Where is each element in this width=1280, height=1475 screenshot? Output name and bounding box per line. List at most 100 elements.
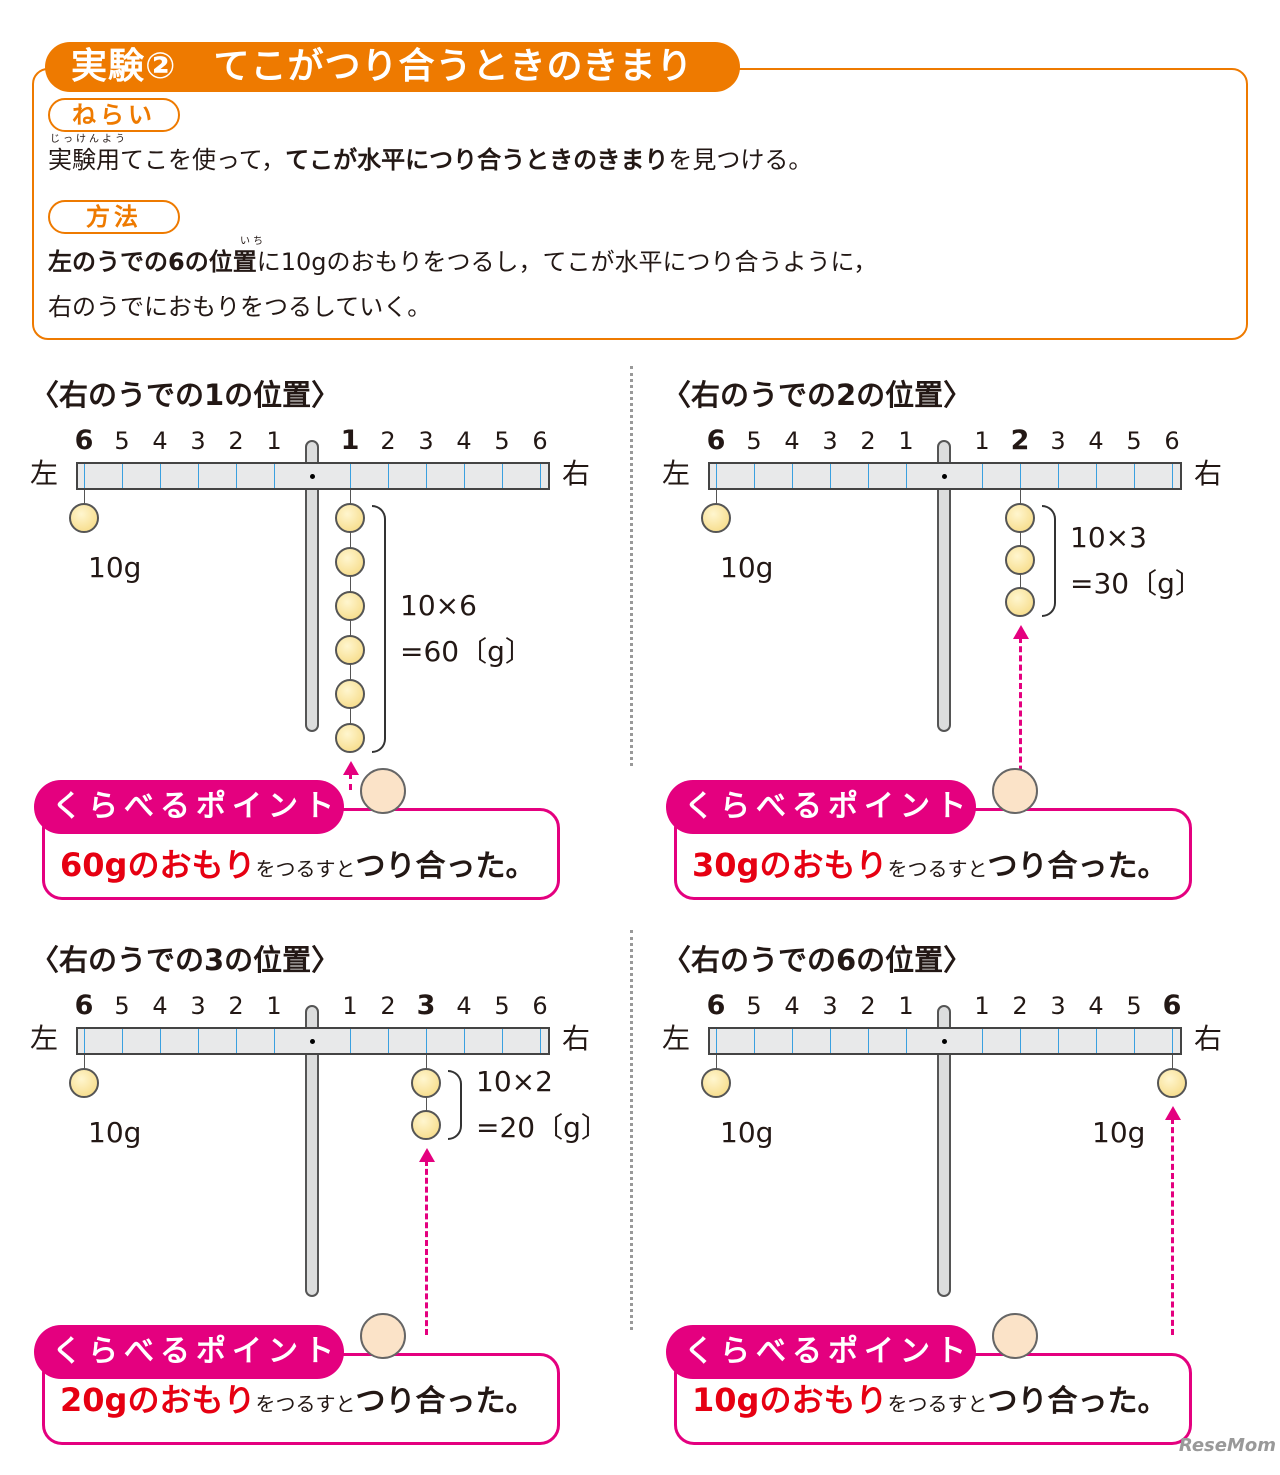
beam-tick [716, 464, 717, 488]
weight-string [84, 490, 85, 504]
scale-number-left: 5 [746, 427, 762, 455]
aim-text: 実験用てこを使って，てこが水平につり合うときのきまりを見つける。 [48, 147, 812, 173]
divider-top [630, 366, 633, 766]
lever-stand [305, 440, 319, 732]
beam-tick [236, 464, 237, 488]
scale-number-right: 2 [1012, 992, 1028, 1020]
beam-tick [982, 1029, 983, 1053]
beam-tick [274, 1029, 275, 1053]
weight-calculation: 10×6 =60〔g〕 [400, 583, 533, 675]
experiment-title: 実験② てこがつり合うときのきまり [45, 42, 740, 92]
scale-number-left: 3 [822, 992, 838, 1020]
calc-line: 10×6 [400, 589, 477, 622]
weight-brace [372, 505, 386, 753]
aim-ruby: じっけんよう [50, 134, 128, 145]
scale-number-right: 4 [456, 427, 472, 455]
left-weight-label: 10g [88, 1116, 142, 1149]
scale-number-right: 5 [494, 427, 510, 455]
beam-tick [792, 464, 793, 488]
beam-tick [906, 1029, 907, 1053]
calc-line: =20〔g〕 [476, 1111, 609, 1144]
calc-line: =60〔g〕 [400, 635, 533, 668]
pointer-arrow [425, 1160, 428, 1335]
beam-tick [830, 464, 831, 488]
pointer-arrow [349, 773, 352, 790]
callout-header: くらべるポイント [666, 1325, 976, 1379]
beam-tick [84, 464, 85, 488]
scale-number-left: 1 [266, 427, 282, 455]
scale-number-right: 3 [1050, 992, 1066, 1020]
scale-number-right: 1 [974, 992, 990, 1020]
callout-result: 10gのおもり [692, 1381, 888, 1419]
left-weight [69, 503, 99, 533]
right-weight [1005, 545, 1035, 575]
callout-header: くらべるポイント [34, 780, 344, 834]
right-weight [335, 503, 365, 533]
method-text-line1: 左のうでの6の位置に10gのおもりをつるし，てこが水平につり合うように， [48, 249, 877, 275]
left-weight [701, 1068, 731, 1098]
callout-mid: をつるすと [887, 1392, 988, 1416]
birds-icon [992, 1313, 1038, 1359]
callout-mid: をつるすと [255, 857, 356, 881]
scale-number-left: 1 [898, 992, 914, 1020]
beam-tick [868, 464, 869, 488]
beam-tick [1058, 464, 1059, 488]
beam-tick [1096, 464, 1097, 488]
method-ruby: いち [240, 236, 266, 247]
left-weight [701, 503, 731, 533]
jellyfish-icon [992, 768, 1038, 814]
scale-number-right: 5 [1126, 427, 1142, 455]
method-tag: 方法 [48, 200, 180, 234]
beam-tick [122, 1029, 123, 1053]
scale-number-left: 1 [266, 992, 282, 1020]
beam-tick [982, 464, 983, 488]
scale-number-left: 2 [860, 992, 876, 1020]
scale-number-right: 2 [1010, 425, 1030, 456]
scale-number-right: 6 [1162, 990, 1182, 1021]
callout-end: つり合った。 [355, 849, 536, 884]
left-weight-label: 10g [720, 1116, 774, 1149]
weight-brace [1042, 505, 1056, 617]
beam-tick [388, 1029, 389, 1053]
beam-tick [1058, 1029, 1059, 1053]
scale-number-left: 3 [822, 427, 838, 455]
arrow-head-icon [419, 1148, 435, 1162]
right-weight [335, 547, 365, 577]
beam-tick [160, 1029, 161, 1053]
weight-string [1172, 1055, 1173, 1069]
beam-tick [540, 464, 541, 488]
scale-number-left: 5 [114, 992, 130, 1020]
method-text-line2: 右のうでにおもりをつるしていく。 [48, 293, 432, 321]
beam-tick [426, 464, 427, 488]
scale-number-left: 4 [784, 992, 800, 1020]
beam-tick [716, 1029, 717, 1053]
panel-title: 〈右のうでの2の位置〉 [662, 378, 973, 412]
method-text-1: に10gのおもりをつるし，てこが水平につり合うように， [256, 248, 878, 276]
scale-number-right: 1 [974, 427, 990, 455]
beam-tick [350, 1029, 351, 1053]
callout-text: 10gのおもりをつるすとつり合った。 [692, 1380, 1167, 1426]
right-weight-label: 10g [1092, 1116, 1146, 1149]
arrow-head-icon [343, 761, 359, 775]
scale-number-right: 5 [494, 992, 510, 1020]
scale-number-left: 2 [228, 427, 244, 455]
weight-string [716, 1055, 717, 1069]
aim-text-1: 実験用てこを使って， [48, 146, 286, 174]
callout-header: くらべるポイント [34, 1325, 344, 1379]
scale-number-right: 1 [342, 992, 358, 1020]
scale-number-left: 1 [898, 427, 914, 455]
weight-string [716, 490, 717, 504]
beam-tick [1134, 464, 1135, 488]
scale-number-left: 6 [74, 425, 94, 456]
scale-number-left: 4 [784, 427, 800, 455]
panel-title: 〈右のうでの3の位置〉 [30, 943, 341, 977]
right-weight [335, 679, 365, 709]
scale-number-right: 3 [416, 990, 436, 1021]
scale-number-left: 4 [152, 427, 168, 455]
callout-mid: をつるすと [887, 857, 988, 881]
right-weight [1005, 587, 1035, 617]
aim-text-2: を見つける。 [668, 146, 813, 174]
beam-tick [754, 464, 755, 488]
scale-number-left: 4 [152, 992, 168, 1020]
calc-line: =30〔g〕 [1070, 567, 1203, 600]
